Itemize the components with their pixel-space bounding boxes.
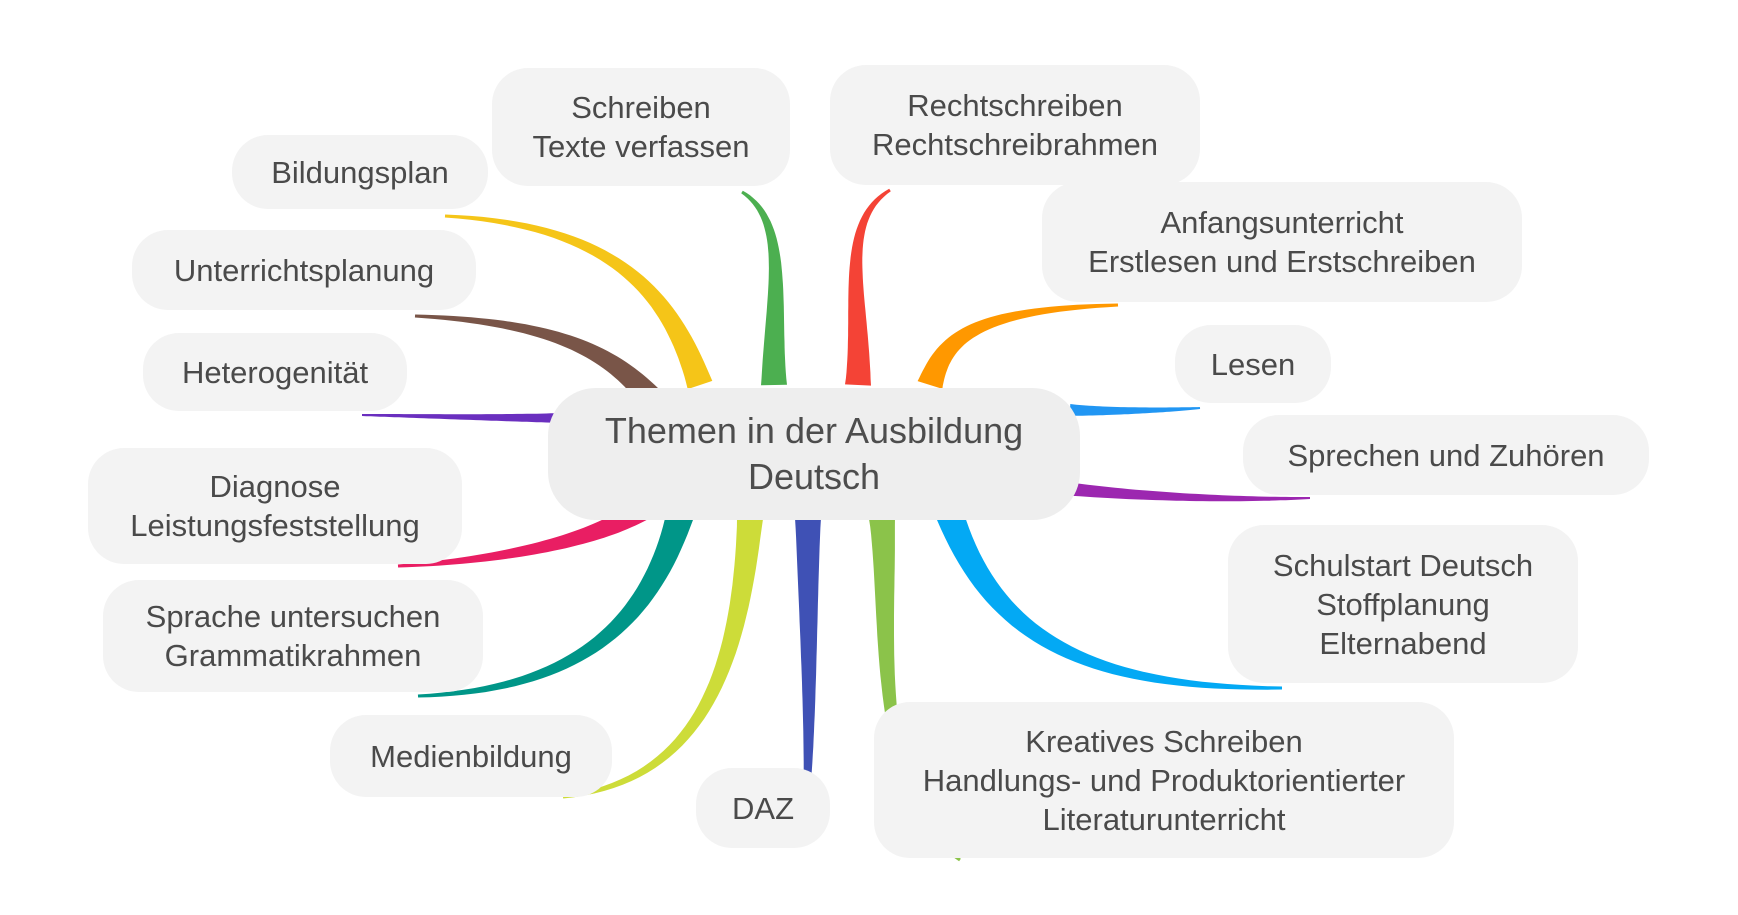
topic-lesen[interactable]: Lesen bbox=[1175, 325, 1331, 403]
branch-sprache bbox=[417, 511, 694, 698]
topic-schulstart-line-3: Elternabend bbox=[1319, 625, 1487, 661]
topic-unterrichtsplanung-line-1: Unterrichtsplanung bbox=[173, 252, 435, 288]
topic-sprache[interactable]: Sprache untersuchen Grammatikrahmen bbox=[103, 580, 483, 692]
branch-heterogenitaet bbox=[362, 413, 560, 423]
topic-kreatives-line-3: Literaturunterricht bbox=[1042, 801, 1286, 837]
topic-rechtschreiben-line-1: Rechtschreiben bbox=[907, 88, 1123, 123]
topic-heterogenitaet[interactable]: Heterogenität bbox=[143, 333, 407, 411]
branch-diagnose bbox=[397, 500, 647, 568]
topic-schulstart-line-1: Schulstart Deutsch bbox=[1272, 547, 1534, 583]
central-topic[interactable]: Themen in der Ausbildung Deutsch bbox=[548, 388, 1080, 520]
topic-schulstart-line-2: Stoffplanung bbox=[1316, 586, 1490, 622]
topic-anfangsunterricht[interactable]: Anfangsunterricht Erstlesen und Erstschr… bbox=[1042, 182, 1522, 302]
topic-schulstart[interactable]: Schulstart Deutsch Stoffplanung Elternab… bbox=[1228, 525, 1578, 683]
topic-anfangsunterricht-line-1: Anfangsunterricht bbox=[1160, 205, 1404, 240]
branch-schulstart bbox=[936, 510, 1282, 690]
topic-diagnose[interactable]: Diagnose Leistungsfeststellung bbox=[88, 448, 462, 564]
topic-medienbildung-line-1: Medienbildung bbox=[370, 738, 572, 774]
topic-rechtschreiben-line-2: Rechtschreibrahmen bbox=[871, 127, 1159, 162]
topic-kreatives-line-1: Kreatives Schreiben bbox=[1025, 723, 1303, 759]
branch-sprechen bbox=[1059, 481, 1310, 502]
central-topic-line-1: Themen in der Ausbildung bbox=[604, 410, 1024, 451]
topic-daz-line-1: DAZ bbox=[732, 790, 794, 826]
branch-lesen bbox=[1069, 404, 1201, 416]
topic-sprechen-line-1: Sprechen und Zuhören bbox=[1287, 437, 1605, 473]
branch-bildungsplan bbox=[444, 214, 713, 390]
topic-schreiben[interactable]: Schreiben Texte verfassen bbox=[492, 68, 790, 186]
topic-diagnose-line-1: Diagnose bbox=[209, 469, 341, 504]
topic-kreatives-line-2: Handlungs- und Produktorientierter bbox=[922, 762, 1406, 798]
topic-bildungsplan[interactable]: Bildungsplan bbox=[232, 135, 488, 209]
branch-daz bbox=[795, 518, 821, 846]
branch-schreiben bbox=[741, 190, 787, 386]
topic-rechtschreiben[interactable]: Rechtschreiben Rechtschreibrahmen bbox=[830, 65, 1200, 185]
topic-diagnose-line-2: Leistungsfeststellung bbox=[130, 508, 420, 543]
topic-daz[interactable]: DAZ bbox=[696, 768, 830, 848]
topic-sprache-line-1: Sprache untersuchen bbox=[145, 599, 441, 634]
topic-bildungsplan-line-1: Bildungsplan bbox=[271, 154, 449, 190]
topic-unterrichtsplanung[interactable]: Unterrichtsplanung bbox=[132, 230, 476, 310]
branch-rechtschreiben bbox=[845, 188, 891, 386]
branch-anfangsunterricht bbox=[917, 303, 1119, 389]
topic-kreatives[interactable]: Kreatives Schreiben Handlungs- und Produ… bbox=[874, 702, 1454, 858]
branch-kreatives bbox=[869, 517, 961, 862]
topic-sprechen[interactable]: Sprechen und Zuhören bbox=[1243, 415, 1649, 495]
central-topic-line-2: Deutsch bbox=[747, 456, 881, 497]
topic-anfangsunterricht-line-2: Erstlesen und Erstschreiben bbox=[1088, 244, 1476, 279]
topic-heterogenitaet-line-1: Heterogenität bbox=[181, 354, 369, 390]
topic-sprache-line-2: Grammatikrahmen bbox=[164, 638, 422, 673]
topic-medienbildung[interactable]: Medienbildung bbox=[330, 715, 612, 797]
topic-lesen-line-1: Lesen bbox=[1210, 346, 1296, 382]
topic-schreiben-line-1: Schreiben bbox=[571, 90, 711, 125]
topic-schreiben-line-2: Texte verfassen bbox=[532, 129, 750, 164]
branch-medienbildung bbox=[562, 517, 763, 799]
